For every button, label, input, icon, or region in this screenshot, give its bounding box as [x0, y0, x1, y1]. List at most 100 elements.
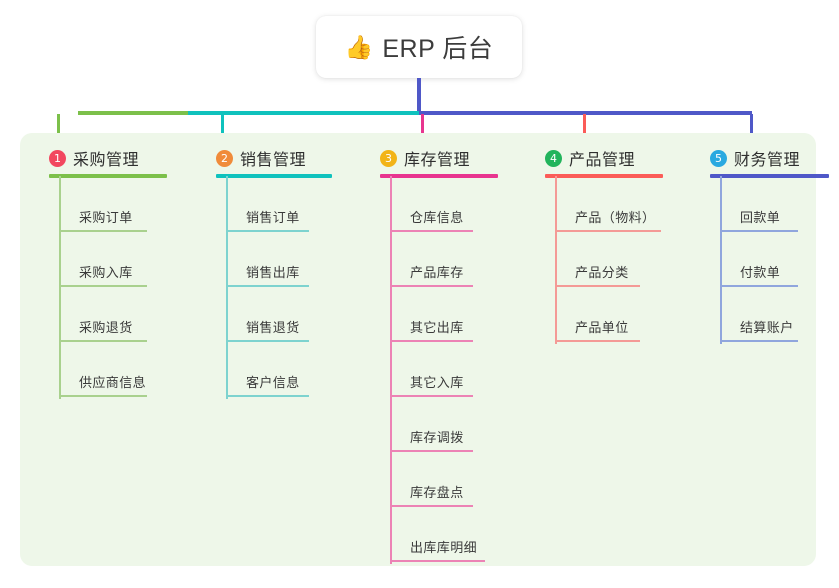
- leaf-item-label: 产品库存: [410, 265, 464, 280]
- column-badge-2: 2: [216, 149, 233, 167]
- leaf-item-label: 采购订单: [79, 210, 133, 225]
- leaf-item[interactable]: 采购订单: [59, 202, 147, 232]
- drop-connector-1: [57, 114, 60, 145]
- leaf-item[interactable]: 销售出库: [226, 257, 309, 287]
- root-node[interactable]: 👍 ERP 后台: [316, 16, 522, 78]
- leaf-item[interactable]: 采购退货: [59, 312, 147, 342]
- column-header-2[interactable]: 2 销售管理: [216, 146, 306, 170]
- leaf-item-label: 库存调拨: [410, 430, 464, 445]
- leaf-item-label: 供应商信息: [79, 375, 147, 390]
- leaf-item-label: 库存盘点: [410, 485, 464, 500]
- column-title-4: 产品管理: [569, 152, 636, 169]
- bus-segment-blue: [419, 111, 752, 115]
- leaf-item-underline: [226, 230, 309, 232]
- column-badge-4: 4: [545, 149, 562, 167]
- column-spine-5: [720, 176, 722, 344]
- leaf-item-underline: [59, 395, 147, 397]
- column-spine-4: [555, 176, 557, 344]
- leaf-item-underline: [59, 230, 147, 232]
- leaf-item[interactable]: 回款单: [720, 202, 798, 232]
- leaf-item-label: 产品（物料）: [575, 210, 656, 225]
- leaf-item-underline: [226, 395, 309, 397]
- leaf-item[interactable]: 出库库明细: [390, 532, 485, 562]
- leaf-item[interactable]: 产品（物料）: [555, 202, 661, 232]
- drop-connector-2: [221, 114, 224, 145]
- leaf-item-underline: [390, 340, 473, 342]
- leaf-item-label: 销售订单: [246, 210, 300, 225]
- leaf-item[interactable]: 销售退货: [226, 312, 309, 342]
- leaf-item-label: 出库库明细: [410, 540, 478, 555]
- leaf-item-underline: [720, 285, 798, 287]
- leaf-item-label: 产品分类: [575, 265, 629, 280]
- column-spine-3: [390, 176, 392, 564]
- leaf-item-underline: [226, 285, 309, 287]
- leaf-item[interactable]: 销售订单: [226, 202, 309, 232]
- leaf-item-underline: [720, 230, 798, 232]
- column-badge-1: 1: [49, 149, 66, 167]
- leaf-item-underline: [390, 560, 485, 562]
- leaf-item-underline: [720, 340, 798, 342]
- leaf-item-underline: [390, 505, 473, 507]
- leaf-item[interactable]: 付款单: [720, 257, 798, 287]
- diagram-panel: 1 采购管理采购订单采购入库采购退货供应商信息 2 销售管理销售订单销售出库销售退货客…: [20, 133, 829, 566]
- leaf-item-underline: [555, 285, 640, 287]
- column-title-2: 销售管理: [240, 152, 307, 169]
- column-underline-2: [216, 174, 332, 178]
- leaf-item[interactable]: 其它出库: [390, 312, 473, 342]
- leaf-item-underline: [390, 395, 473, 397]
- leaf-item[interactable]: 库存调拨: [390, 422, 473, 452]
- leaf-item-label: 产品单位: [575, 320, 629, 335]
- leaf-item[interactable]: 产品单位: [555, 312, 640, 342]
- leaf-item[interactable]: 其它入库: [390, 367, 473, 397]
- drop-connector-4: [583, 114, 586, 145]
- leaf-item[interactable]: 采购入库: [59, 257, 147, 287]
- column-underline-3: [380, 174, 498, 178]
- trunk-connector: [417, 78, 421, 114]
- column-header-4[interactable]: 4 产品管理: [545, 146, 635, 170]
- leaf-item-underline: [226, 340, 309, 342]
- leaf-item[interactable]: 仓库信息: [390, 202, 473, 232]
- column-badge-3: 3: [380, 149, 397, 167]
- column-title-3: 库存管理: [404, 152, 471, 169]
- leaf-item-underline: [59, 285, 147, 287]
- leaf-item-label: 结算账户: [740, 320, 794, 335]
- thumbs-up-icon: 👍: [344, 34, 374, 60]
- leaf-item[interactable]: 产品分类: [555, 257, 640, 287]
- column-spine-2: [226, 176, 228, 399]
- leaf-item-label: 采购入库: [79, 265, 133, 280]
- leaf-item-label: 其它出库: [410, 320, 464, 335]
- leaf-item-label: 仓库信息: [410, 210, 464, 225]
- leaf-item-underline: [390, 450, 473, 452]
- leaf-item-label: 销售出库: [246, 265, 300, 280]
- bus-segment-teal: [188, 111, 419, 115]
- drop-connector-5: [750, 114, 753, 145]
- leaf-item-label: 其它入库: [410, 375, 464, 390]
- leaf-item[interactable]: 供应商信息: [59, 367, 147, 397]
- column-underline-4: [545, 174, 663, 178]
- leaf-item[interactable]: 库存盘点: [390, 477, 473, 507]
- drop-connector-3: [421, 114, 424, 145]
- leaf-item-label: 付款单: [740, 265, 781, 280]
- column-spine-1: [59, 176, 61, 399]
- leaf-item-underline: [555, 340, 640, 342]
- column-badge-5: 5: [710, 149, 727, 167]
- column-title-1: 采购管理: [73, 152, 140, 169]
- leaf-item-label: 销售退货: [246, 320, 300, 335]
- column-underline-1: [49, 174, 167, 178]
- leaf-item-underline: [59, 340, 147, 342]
- leaf-item-label: 回款单: [740, 210, 781, 225]
- leaf-item-underline: [390, 285, 473, 287]
- leaf-item-underline: [390, 230, 473, 232]
- column-underline-5: [710, 174, 829, 178]
- leaf-item-underline: [555, 230, 661, 232]
- leaf-item-label: 客户信息: [246, 375, 300, 390]
- column-header-3[interactable]: 3 库存管理: [380, 146, 470, 170]
- leaf-item[interactable]: 产品库存: [390, 257, 473, 287]
- column-header-1[interactable]: 1 采购管理: [49, 146, 139, 170]
- bus-segment-green: [78, 111, 188, 115]
- root-node-title: ERP 后台: [382, 35, 494, 63]
- leaf-item[interactable]: 客户信息: [226, 367, 309, 397]
- leaf-item[interactable]: 结算账户: [720, 312, 798, 342]
- leaf-item-label: 采购退货: [79, 320, 133, 335]
